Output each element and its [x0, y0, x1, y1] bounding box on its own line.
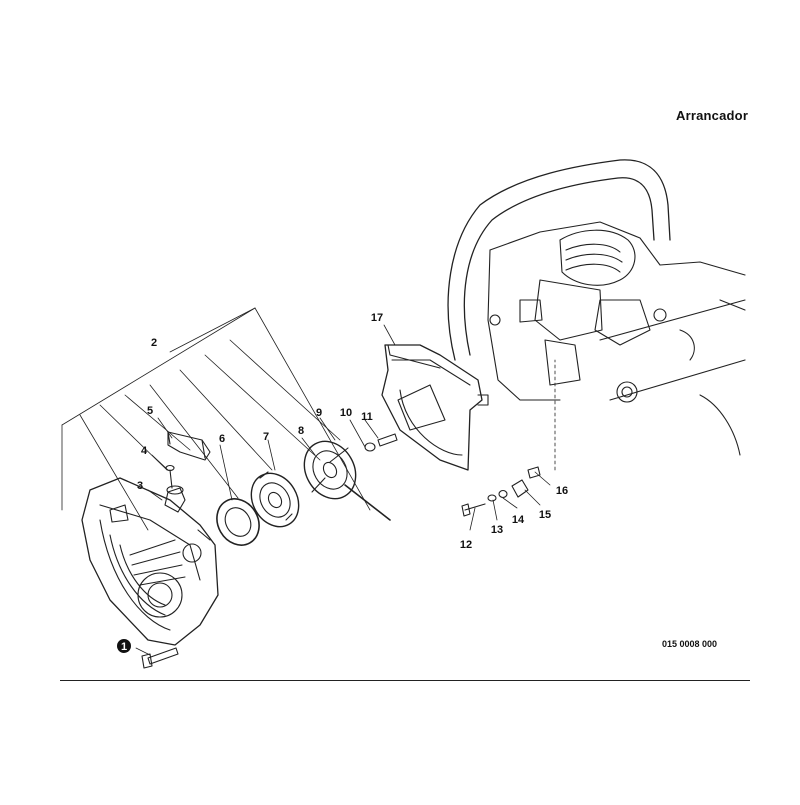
bottom-divider	[60, 680, 750, 681]
part-label-17: 17	[371, 312, 383, 324]
part-10-washer	[364, 442, 376, 452]
part-label-2: 2	[151, 337, 157, 349]
part-label-3: 3	[137, 480, 143, 492]
part-17-shroud	[381, 344, 489, 471]
part-13-washer	[487, 494, 497, 502]
part-2-fan-housing	[81, 477, 219, 646]
part-label-12: 12	[460, 539, 472, 551]
part-label-7: 7	[263, 431, 269, 443]
part-5-starter-grip	[167, 431, 211, 461]
part-9-starter-rope	[344, 484, 391, 521]
section-title: Arrancador	[676, 108, 749, 123]
part-6-ring	[216, 498, 260, 546]
part-7-rope-rotor	[250, 471, 300, 528]
part-labels: 1 2 3 4 5 6 7 8 9 10 11 12 13 14 15 16 1…	[117, 312, 568, 653]
part-label-6: 6	[219, 433, 225, 445]
part-label-16: 16	[556, 485, 568, 497]
part-4-pin	[165, 464, 175, 489]
part-14-washer	[498, 489, 508, 499]
part-label-13: 13	[491, 524, 503, 536]
part-3-grommet	[164, 485, 186, 513]
badge-1	[117, 639, 131, 653]
part-label-1: 1	[121, 641, 127, 653]
leader-lines	[61, 307, 556, 656]
part-label-15: 15	[539, 509, 551, 521]
part-1-bolt	[141, 647, 179, 669]
part-label-9: 9	[316, 407, 322, 419]
part-label-11: 11	[361, 411, 373, 423]
chainsaw-body	[447, 159, 746, 456]
part-8-spring-housing	[303, 440, 357, 500]
part-label-4: 4	[141, 445, 148, 457]
part-11-screw	[377, 433, 398, 447]
part-15-bracket	[511, 479, 529, 498]
part-label-10: 10	[340, 407, 352, 419]
part-label-5: 5	[147, 405, 153, 417]
drawing-code: 015 0008 000	[662, 639, 718, 649]
part-label-14: 14	[512, 514, 525, 526]
part-12-screw	[461, 503, 486, 517]
part-16-clip	[527, 466, 541, 479]
part-label-8: 8	[298, 425, 304, 437]
